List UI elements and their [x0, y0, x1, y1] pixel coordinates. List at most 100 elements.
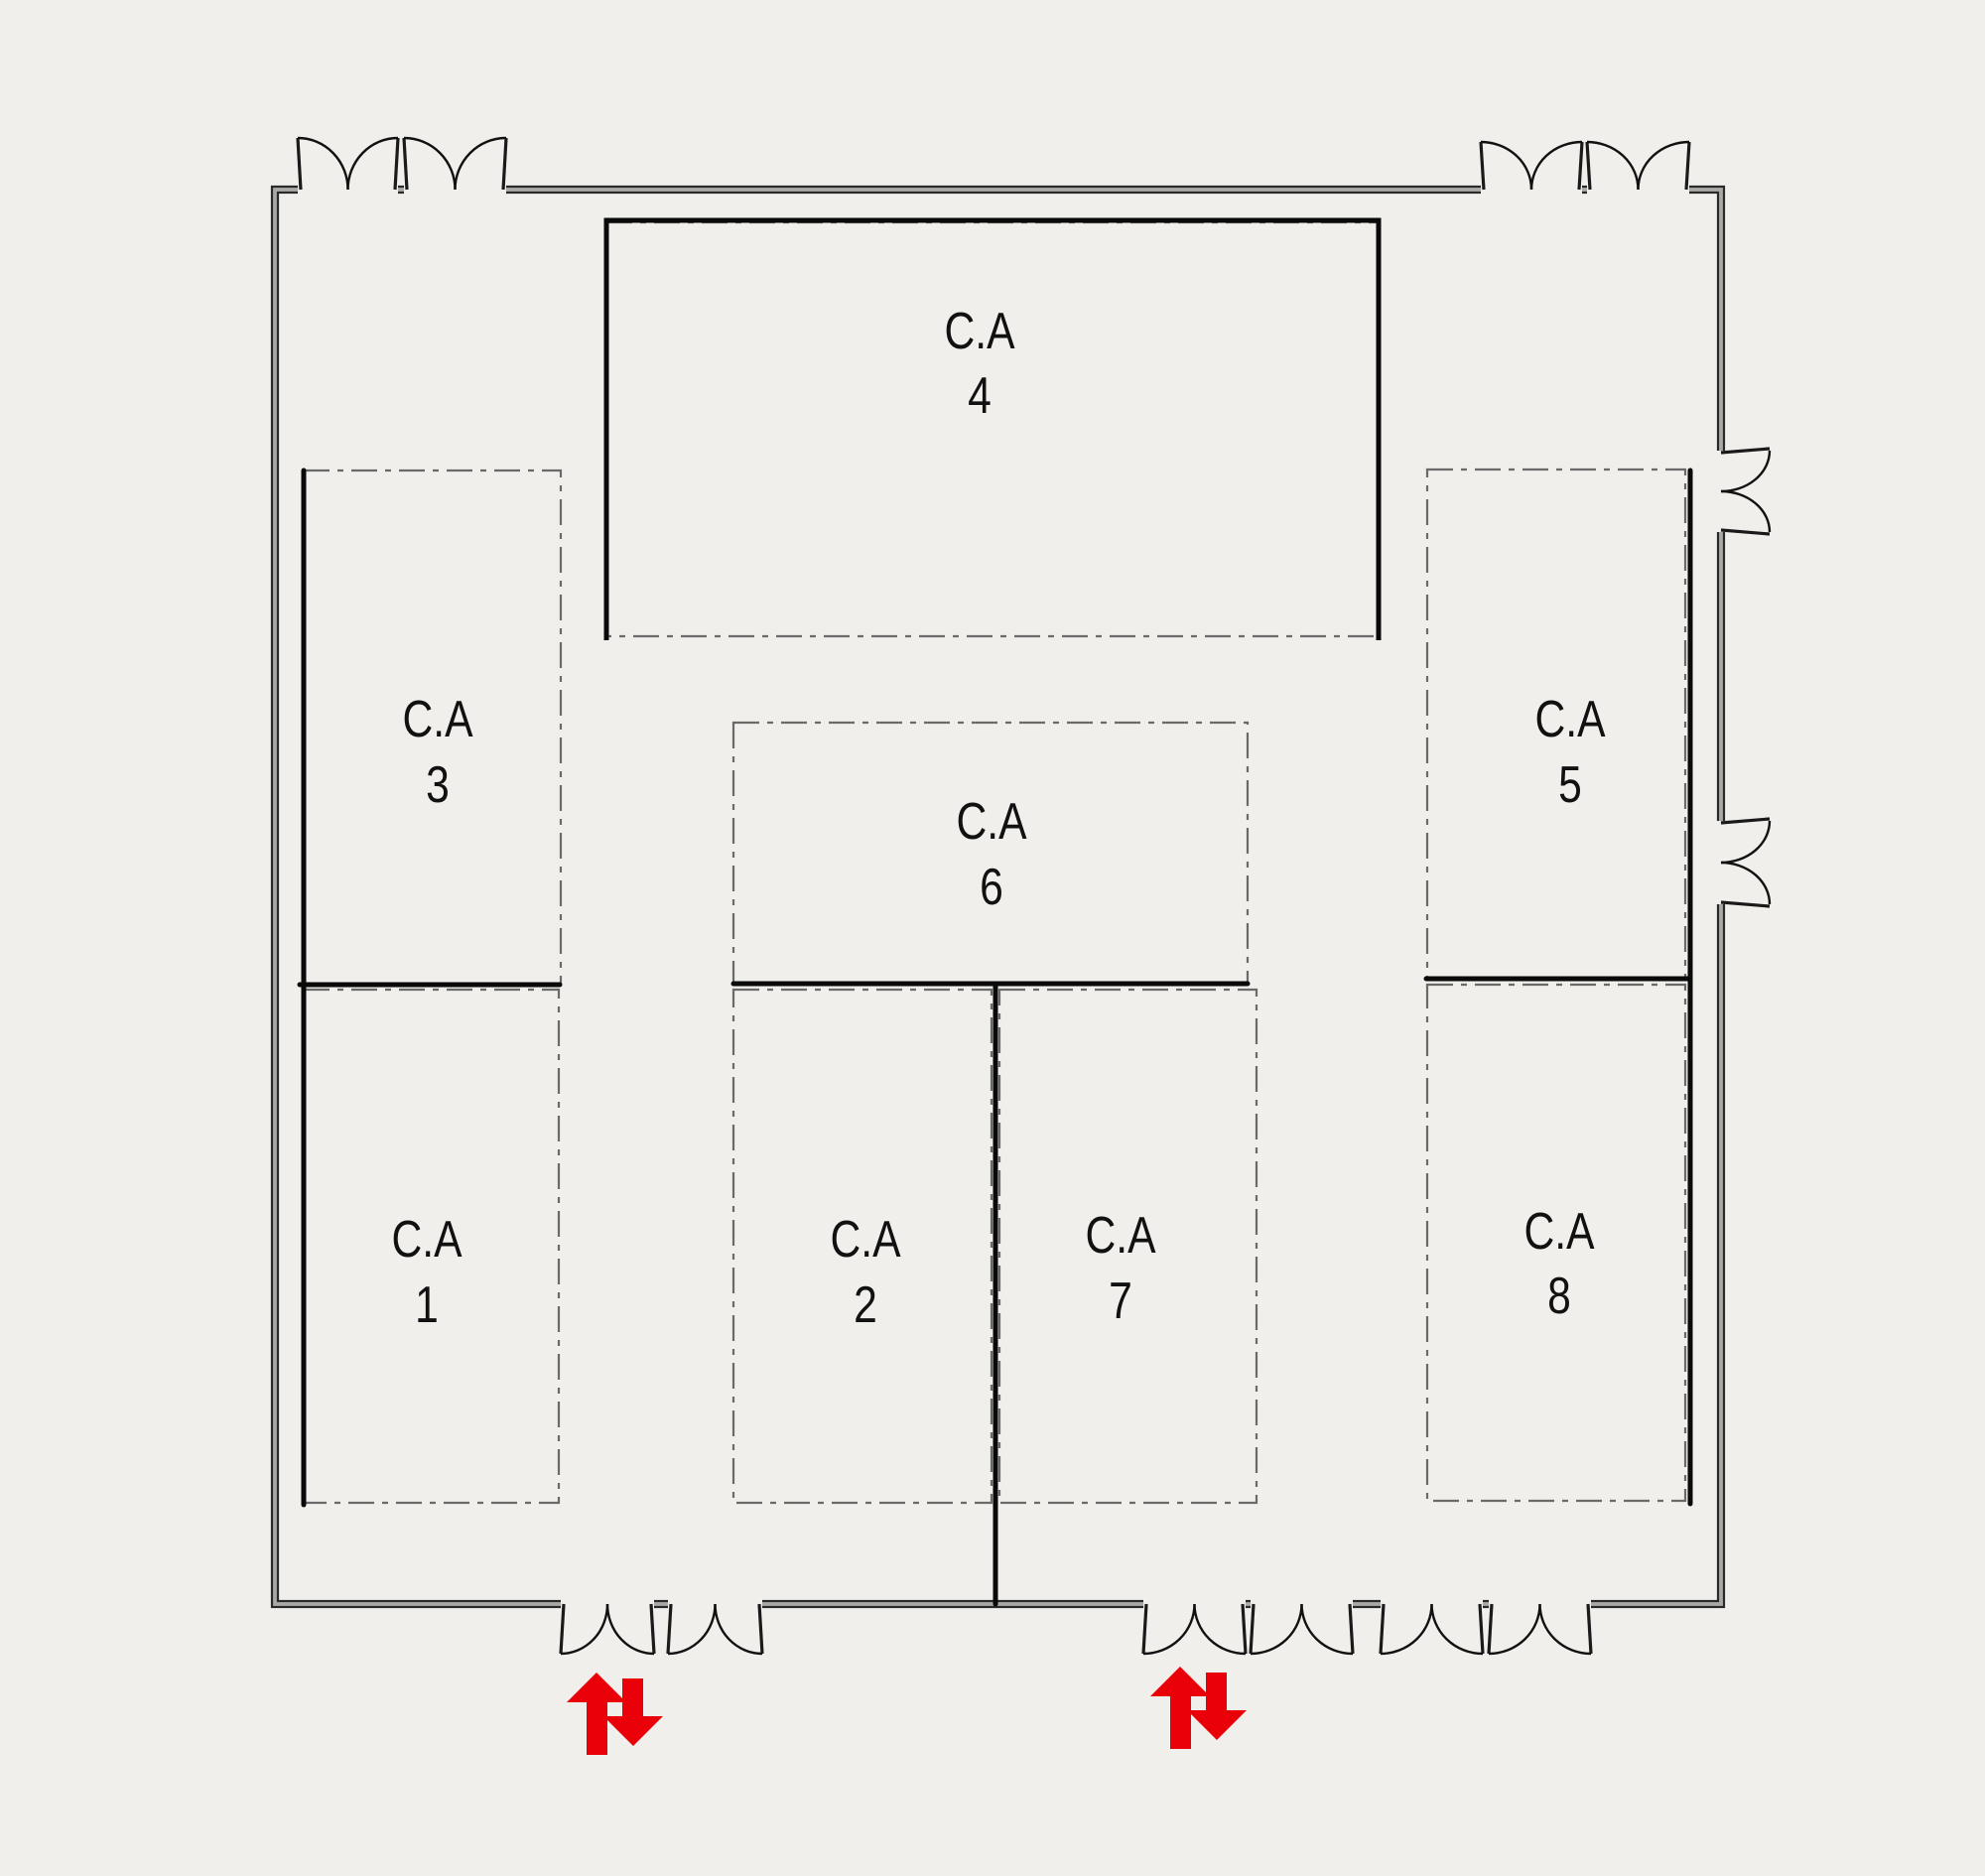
door-swing-arc — [560, 1603, 609, 1656]
door-swing-arc — [1300, 1603, 1354, 1656]
area-number: 4 — [968, 367, 992, 425]
up-arrow-icon — [567, 1673, 626, 1755]
door-leaf — [1684, 141, 1691, 191]
door-swing-arc — [1538, 1603, 1592, 1656]
door-swing-arc — [1488, 1603, 1541, 1656]
double-door — [296, 136, 400, 195]
door-leaf — [1720, 817, 1771, 825]
door-leaf — [649, 1603, 656, 1655]
area-label-ca-1: C.A 1 — [391, 1211, 462, 1334]
door-swing-arc — [1720, 861, 1772, 905]
door-leaf — [559, 1603, 566, 1655]
double-door — [1379, 1599, 1485, 1656]
area-label-ca-7: C.A 7 — [1085, 1207, 1155, 1330]
door-swing-arc — [1720, 489, 1772, 533]
double-door — [1249, 1599, 1355, 1656]
door-leaf — [1249, 1603, 1256, 1655]
double-door — [1141, 1599, 1248, 1656]
area-number: 8 — [1547, 1268, 1571, 1325]
door-leaf — [501, 137, 508, 191]
door-swing-arc — [667, 1603, 717, 1656]
door-leaf — [1379, 1603, 1386, 1655]
area-label-ca-6: C.A 6 — [956, 793, 1026, 916]
zone-outline-ca-1 — [302, 988, 561, 1505]
down-arrow-icon — [1191, 1673, 1247, 1740]
door-swing-arc — [1193, 1603, 1247, 1656]
door-swing-arc — [1529, 140, 1583, 191]
up-arrow-icon — [1150, 1667, 1210, 1749]
door-leaf — [402, 137, 409, 191]
door-swing-arc — [403, 136, 457, 191]
door-swing-arc — [1142, 1603, 1196, 1656]
door-swing-arc — [1430, 1603, 1484, 1656]
area-number: 6 — [980, 859, 1003, 916]
zone-outline-ca-7 — [997, 988, 1258, 1505]
door-swing-arc — [1380, 1603, 1433, 1656]
door-leaf — [1479, 141, 1486, 191]
zone-outline-ca-8 — [1425, 983, 1687, 1503]
area-number: 2 — [854, 1276, 877, 1334]
door-swing-arc — [1250, 1603, 1303, 1656]
double-door — [1716, 817, 1772, 908]
zone-outline-ca-6 — [731, 721, 1250, 986]
area-prefix: C.A — [1085, 1207, 1155, 1265]
area-label-ca-8: C.A 8 — [1523, 1203, 1594, 1325]
entry-exit-arrows-icon — [1150, 1667, 1247, 1749]
area-prefix: C.A — [830, 1211, 900, 1269]
area-label-ca-4: C.A 4 — [944, 303, 1014, 425]
double-door — [1585, 140, 1691, 195]
area-prefix: C.A — [1523, 1203, 1594, 1261]
door-swing-arc — [454, 136, 507, 191]
door-swing-arc — [1720, 820, 1772, 865]
zone-outline-ca-3 — [302, 469, 563, 986]
area-number: 3 — [426, 756, 450, 814]
door-leaf — [1348, 1603, 1355, 1655]
partitions — [297, 217, 1693, 1607]
door-leaf — [757, 1603, 764, 1655]
area-prefix: C.A — [956, 793, 1026, 851]
door-swing-arc — [1637, 140, 1690, 191]
area-number: 5 — [1558, 756, 1582, 814]
double-door — [1487, 1599, 1593, 1656]
door-leaf — [1478, 1603, 1485, 1655]
area-prefix: C.A — [944, 303, 1014, 360]
door-swing-arc — [346, 136, 399, 191]
area-prefix: C.A — [1534, 691, 1605, 748]
area-number: 7 — [1109, 1273, 1132, 1330]
double-door — [402, 136, 508, 195]
area-label-ca-2: C.A 2 — [830, 1211, 900, 1334]
area-number: 1 — [415, 1276, 439, 1334]
double-door — [1716, 447, 1772, 536]
door-leaf — [1241, 1603, 1248, 1655]
door-leaf — [1585, 141, 1592, 191]
area-prefix: C.A — [402, 691, 472, 748]
area-label-ca-5: C.A 5 — [1534, 691, 1605, 814]
door-swing-arc — [1480, 140, 1533, 191]
down-arrow-icon — [607, 1678, 663, 1746]
door-leaf — [1720, 447, 1771, 455]
double-door — [666, 1599, 764, 1656]
door-swing-arc — [1586, 140, 1640, 191]
door-leaf — [1720, 528, 1771, 536]
door-leaf — [1586, 1603, 1593, 1655]
door-leaf — [666, 1603, 673, 1655]
door-leaf — [1577, 141, 1584, 191]
area-labels: C.A 4 C.A 3 C.A 6 C.A 5 C.A 1 C.A 2 C.A … — [391, 303, 1605, 1334]
area-prefix: C.A — [391, 1211, 462, 1269]
entry-exit-arrows-icon — [567, 1673, 663, 1755]
area-label-ca-3: C.A 3 — [402, 691, 472, 814]
door-swing-arc — [605, 1603, 655, 1656]
door-leaf — [296, 137, 303, 191]
door-swing-arc — [297, 136, 349, 191]
door-leaf — [393, 137, 400, 191]
zone-outline-ca-2 — [731, 988, 993, 1505]
double-door — [559, 1599, 656, 1656]
door-swing-arc — [1720, 450, 1772, 493]
door-leaf — [1487, 1603, 1494, 1655]
door-leaf — [1720, 900, 1771, 908]
door-leaf — [1141, 1603, 1148, 1655]
double-door — [1479, 140, 1584, 195]
door-swing-arc — [714, 1603, 763, 1656]
